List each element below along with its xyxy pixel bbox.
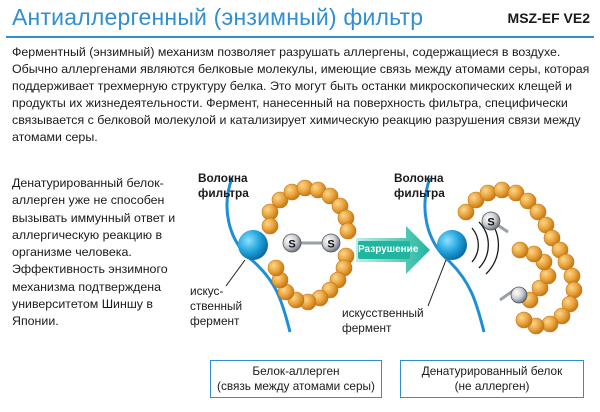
right-protein-chain xyxy=(457,181,583,335)
protein-bead xyxy=(261,217,279,235)
svg-text:S: S xyxy=(288,239,295,251)
right-panel xyxy=(423,177,583,335)
protein-bead xyxy=(563,267,581,285)
page-title: Антиаллергенный (энзимный) фильтр xyxy=(12,4,424,30)
left-filter-fiber xyxy=(225,177,292,333)
left-caption-title: Белок-аллерген xyxy=(252,364,340,378)
left-enzyme-sphere xyxy=(238,230,268,260)
left-fiber-label: Волокна фильтра xyxy=(198,171,249,200)
protein-bead xyxy=(511,241,529,259)
right-enzyme-label: искусственный фермент xyxy=(342,306,424,335)
right-caption-title: Денатурированный белок xyxy=(421,364,563,378)
protein-bead xyxy=(531,279,549,297)
protein-bead xyxy=(519,192,537,210)
protein-bead xyxy=(479,184,497,202)
protein-bead xyxy=(541,315,559,333)
right-enzyme-sphere xyxy=(437,230,467,260)
left-enzyme-label: искус-ственный фермент xyxy=(190,284,243,328)
left-caption-note: (связь между атомами серы) xyxy=(217,379,375,393)
protein-bead xyxy=(457,203,475,221)
protein-bead xyxy=(561,295,579,313)
protein-bead xyxy=(515,311,533,329)
title-divider xyxy=(6,36,594,38)
protein-bead xyxy=(565,281,583,299)
protein-bead xyxy=(321,187,339,205)
left-enzyme-pointer xyxy=(225,259,246,287)
protein-bead xyxy=(267,259,285,277)
right-fiber-label: Волокна фильтра xyxy=(394,171,445,200)
protein-bead xyxy=(557,253,575,271)
protein-bead xyxy=(553,307,571,325)
right-caption-note: (не аллерген) xyxy=(454,379,530,393)
protein-bead xyxy=(543,229,561,247)
svg-text:S: S xyxy=(487,217,494,229)
side-paragraph: Денатурированный белок-аллерген уже не с… xyxy=(12,176,176,329)
protein-bead xyxy=(539,267,557,285)
protein-bead xyxy=(529,203,547,221)
protein-bead xyxy=(339,222,357,240)
protein-bead xyxy=(525,245,543,263)
process-arrow xyxy=(356,226,430,274)
right-caption-box: Денатурированный белок (не аллерген) xyxy=(400,360,584,398)
svg-text:S: S xyxy=(327,239,334,251)
left-caption-box: Белок-аллерген (связь между атомами серы… xyxy=(210,360,382,398)
right-filter-fiber xyxy=(423,177,486,333)
protein-bead xyxy=(493,181,511,199)
protein-bead xyxy=(507,184,525,202)
sulfur-atom-right-2 xyxy=(510,286,528,304)
left-protein-chain xyxy=(261,179,357,311)
right-enzyme-pointer xyxy=(427,259,447,307)
sulfur-atom-left-1: S xyxy=(282,233,302,253)
arrow-label: Разрушение xyxy=(358,244,419,255)
left-panel xyxy=(225,177,357,333)
sulfur-atom-right-1: S xyxy=(481,211,501,231)
intro-paragraph: Ферментный (энзимный) механизм позволяет… xyxy=(12,45,590,144)
model-code: MSZ-EF VE2 xyxy=(507,10,590,26)
protein-bead xyxy=(271,191,289,209)
sulfur-atom-left-2: S xyxy=(321,233,341,253)
